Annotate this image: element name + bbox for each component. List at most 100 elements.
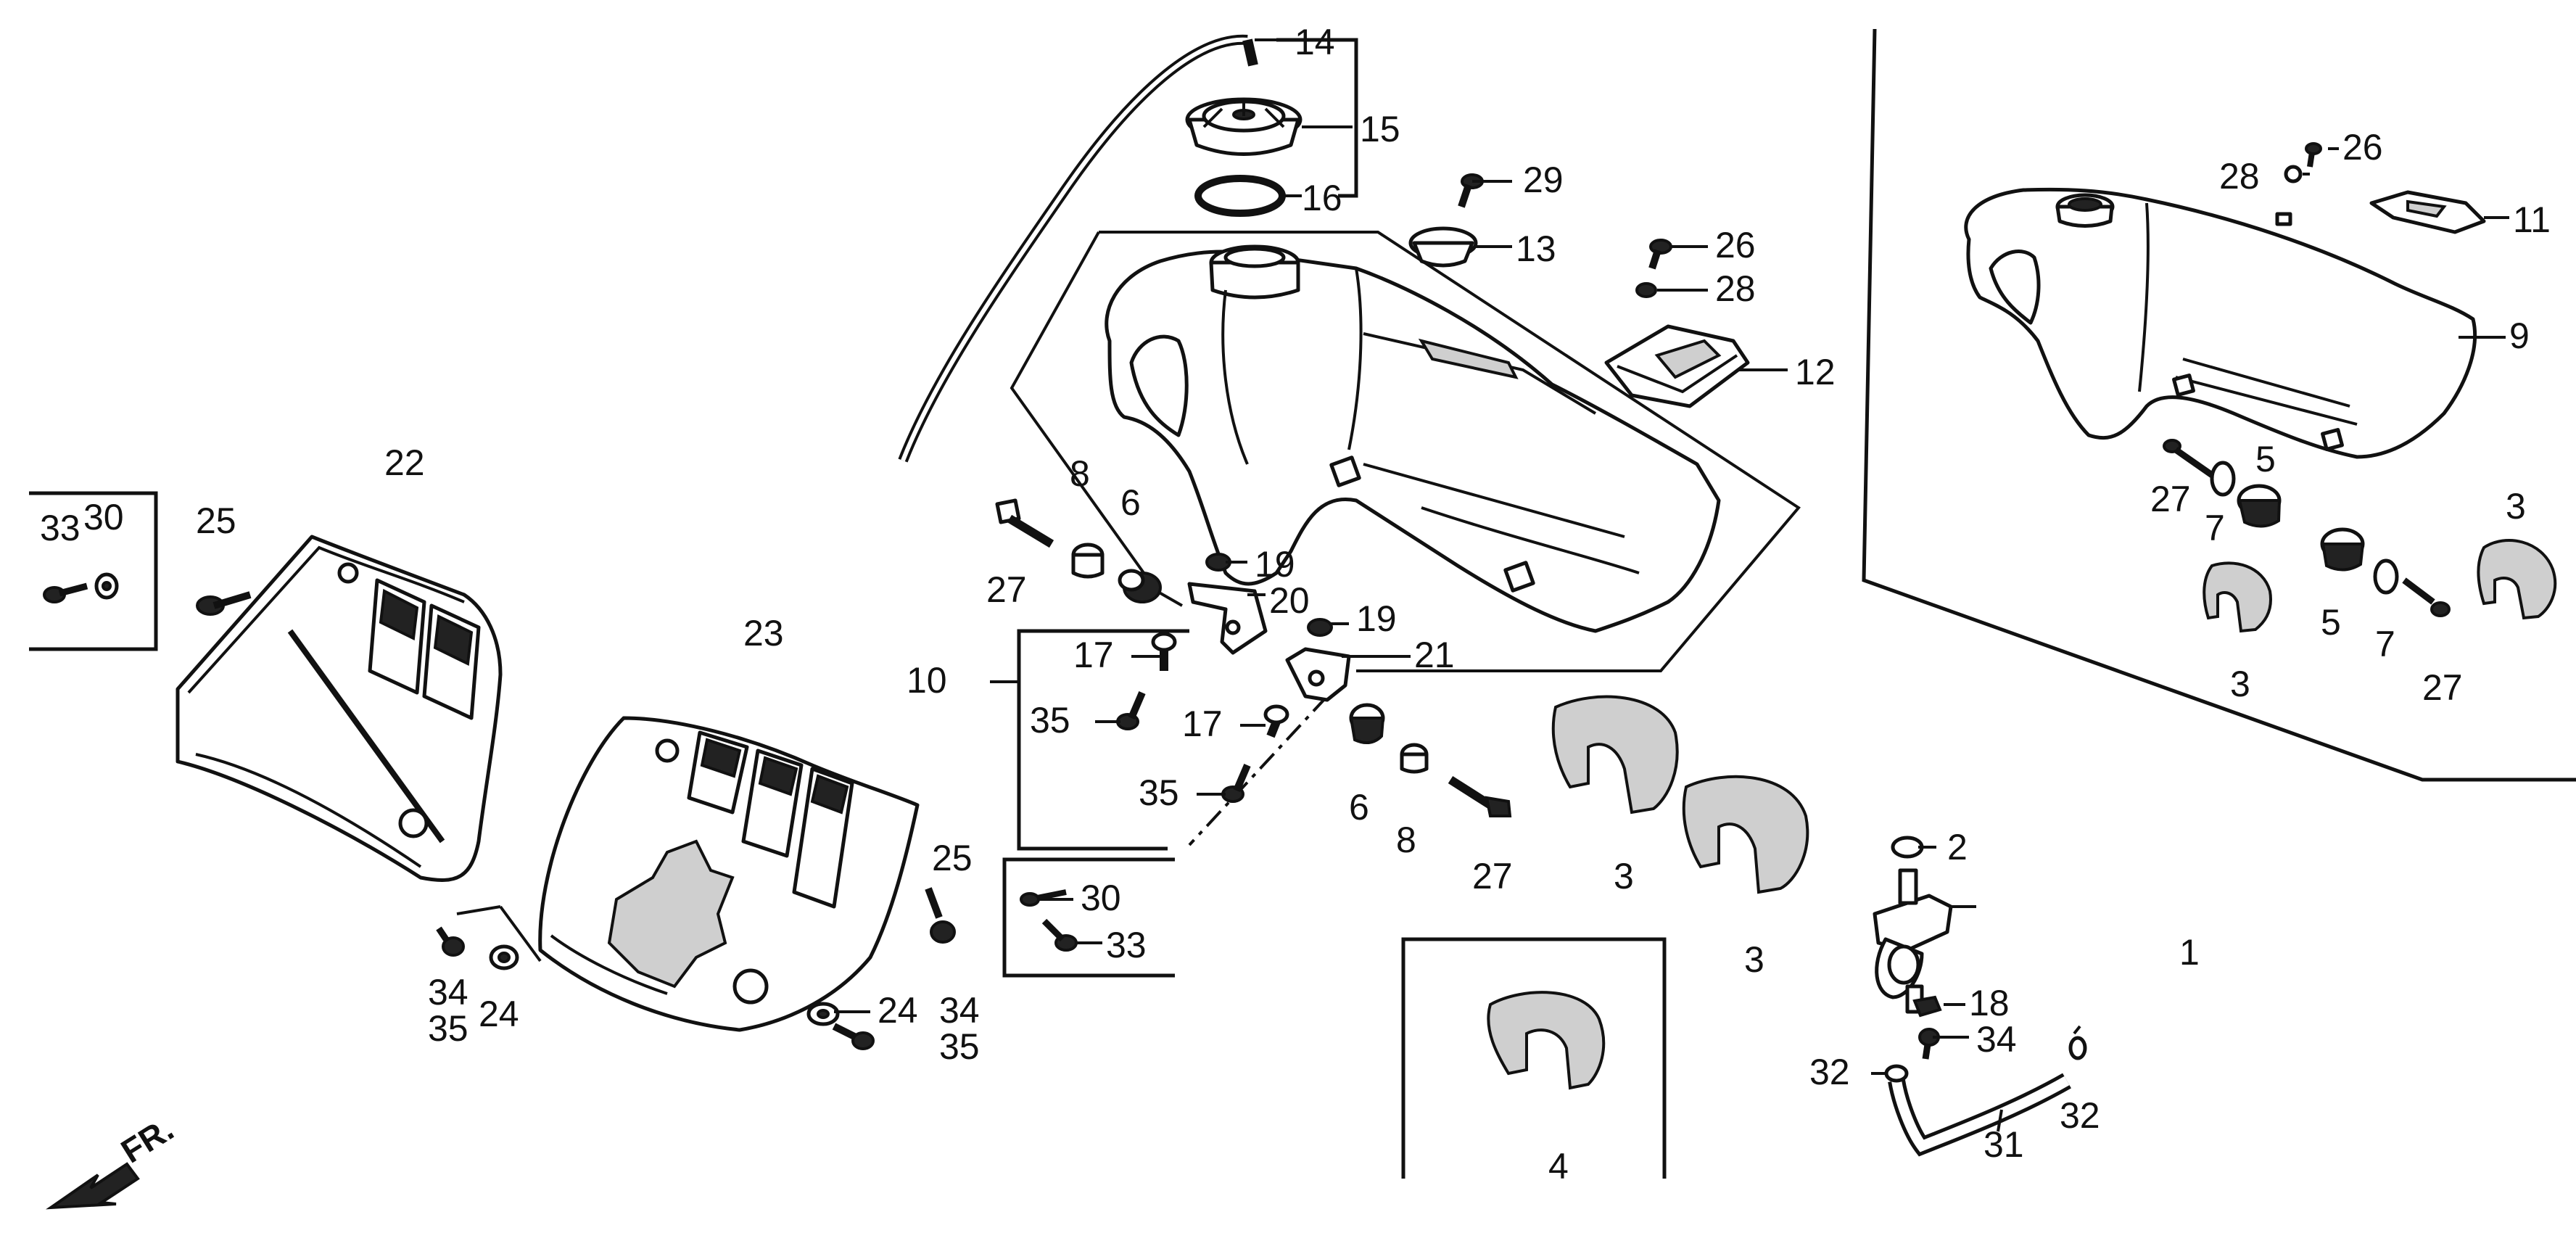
grommet-6-left bbox=[1118, 569, 1162, 603]
label-28-b: 28 bbox=[2219, 156, 2260, 197]
label-7-a: 7 bbox=[2205, 508, 2225, 548]
label-28-a: 28 bbox=[1715, 268, 1756, 309]
bolt-35-upper bbox=[1116, 691, 1146, 730]
bracket-21 bbox=[1285, 647, 1351, 702]
leader-lines bbox=[834, 38, 2509, 1132]
screw-26-alt bbox=[2305, 142, 2322, 168]
rubber-cushion-4 bbox=[1487, 991, 1606, 1090]
label-35-c: 35 bbox=[1030, 700, 1070, 741]
label-9: 9 bbox=[2509, 316, 2530, 356]
bolt-27-left bbox=[995, 498, 1054, 548]
label-14: 14 bbox=[1295, 22, 1335, 62]
bolt-25-right bbox=[925, 887, 956, 944]
label-17-a: 17 bbox=[1073, 635, 1114, 675]
tank-outline-right bbox=[1099, 231, 1801, 672]
front-direction-indicator: FR. bbox=[46, 1110, 180, 1210]
grommet-6-right bbox=[1349, 703, 1385, 744]
bolt-34-right bbox=[832, 1023, 875, 1050]
bracket-14-16 bbox=[1276, 38, 1358, 198]
label-13: 13 bbox=[1516, 228, 1556, 269]
label-32-b: 32 bbox=[2060, 1095, 2100, 1136]
bolt-34-left bbox=[436, 926, 465, 957]
box-4 bbox=[1401, 937, 1667, 1179]
shroud-22 bbox=[176, 535, 503, 882]
washer-28-center bbox=[1635, 282, 1657, 298]
o-ring-2 bbox=[1891, 836, 1924, 859]
washer-28-alt bbox=[2284, 165, 2303, 183]
bolt-33-left bbox=[43, 582, 88, 603]
washer-24-left bbox=[489, 944, 519, 970]
label-30-a: 30 bbox=[83, 497, 124, 537]
label-5-b: 5 bbox=[2321, 602, 2341, 643]
label-27-b: 27 bbox=[1472, 856, 1513, 896]
fuel-valve-1 bbox=[1873, 868, 1953, 1014]
label-19-a: 19 bbox=[1255, 544, 1295, 585]
clip-32-right bbox=[2068, 1025, 2087, 1060]
bracket-10 bbox=[1017, 629, 1189, 851]
bolt-35-lower bbox=[1221, 764, 1251, 803]
detail-frames bbox=[29, 28, 2576, 1179]
line-shroud-24 bbox=[499, 905, 542, 962]
rubber-cushion-3c bbox=[2203, 561, 2272, 633]
gasket-16 bbox=[1194, 175, 1286, 217]
label-34-a: 34 bbox=[428, 972, 468, 1013]
label-3-b: 3 bbox=[1744, 939, 1764, 980]
bolt-17-lower bbox=[1263, 704, 1289, 738]
label-3-d: 3 bbox=[2506, 486, 2526, 527]
label-15: 15 bbox=[1360, 109, 1400, 149]
label-2: 2 bbox=[1947, 827, 1968, 867]
bracket-20 bbox=[1187, 582, 1268, 655]
line-shroud-24b bbox=[456, 905, 501, 915]
label-27-d: 27 bbox=[2422, 667, 2463, 708]
label-10: 10 bbox=[907, 660, 947, 701]
label-3-c: 3 bbox=[2230, 664, 2250, 704]
label-27-c: 27 bbox=[2150, 479, 2191, 519]
label-8-b: 8 bbox=[1396, 820, 1416, 860]
label-26-b: 26 bbox=[2342, 127, 2383, 168]
label-4: 4 bbox=[1548, 1146, 1569, 1187]
clip-32-left bbox=[1884, 1064, 1909, 1083]
label-25-b: 25 bbox=[932, 838, 973, 878]
label-12: 12 bbox=[1795, 352, 1836, 392]
alt-tank-frame bbox=[1862, 28, 2576, 782]
collar-8-right bbox=[1400, 743, 1429, 774]
bolt-27-alt-right bbox=[2402, 577, 2451, 617]
label-23: 23 bbox=[743, 613, 784, 653]
label-18: 18 bbox=[1969, 983, 2010, 1023]
label-3-a: 3 bbox=[1614, 856, 1634, 896]
rubber-cushion-3a bbox=[1551, 695, 1679, 815]
box-30-33 bbox=[1002, 857, 1175, 978]
label-24-b: 24 bbox=[878, 990, 918, 1031]
nut-19-lower bbox=[1307, 618, 1333, 637]
label-30-b: 30 bbox=[1081, 878, 1121, 918]
label-8-a: 8 bbox=[1070, 453, 1090, 494]
label-35-b: 35 bbox=[939, 1026, 980, 1067]
shroud-23 bbox=[538, 716, 920, 1032]
label-27-a: 27 bbox=[986, 569, 1027, 610]
collar-8-left bbox=[1071, 543, 1105, 579]
fuel-tube-31 bbox=[1888, 1073, 2071, 1157]
label-34-b: 34 bbox=[939, 990, 980, 1031]
washer-7-alt-upper bbox=[2210, 461, 2236, 497]
label-7-b: 7 bbox=[2375, 624, 2395, 664]
label-33-b: 33 bbox=[1106, 925, 1147, 965]
label-24-a: 24 bbox=[479, 994, 519, 1034]
fuel-tank-alt-9 bbox=[1964, 187, 2477, 459]
label-35-d: 35 bbox=[1139, 772, 1179, 813]
label-22: 22 bbox=[384, 442, 425, 483]
grommet-5-alt-upper bbox=[2237, 484, 2282, 528]
label-21: 21 bbox=[1414, 635, 1455, 675]
label-31: 31 bbox=[1983, 1124, 2024, 1165]
bracket-12 bbox=[1604, 324, 1750, 408]
part-labels: 1 2 3 3 3 3 4 5 5 6 6 7 7 8 8 9 10 11 12… bbox=[40, 22, 2551, 1187]
bolt-25-left bbox=[196, 591, 252, 616]
label-5-a: 5 bbox=[2255, 439, 2276, 479]
label-25-a: 25 bbox=[196, 500, 236, 541]
label-35-a: 35 bbox=[428, 1008, 468, 1049]
hardware bbox=[43, 142, 2486, 1050]
washer-24-right bbox=[806, 1002, 840, 1026]
label-6-a: 6 bbox=[1120, 482, 1141, 523]
screw-29 bbox=[1458, 173, 1484, 208]
label-26-a: 26 bbox=[1715, 225, 1756, 265]
